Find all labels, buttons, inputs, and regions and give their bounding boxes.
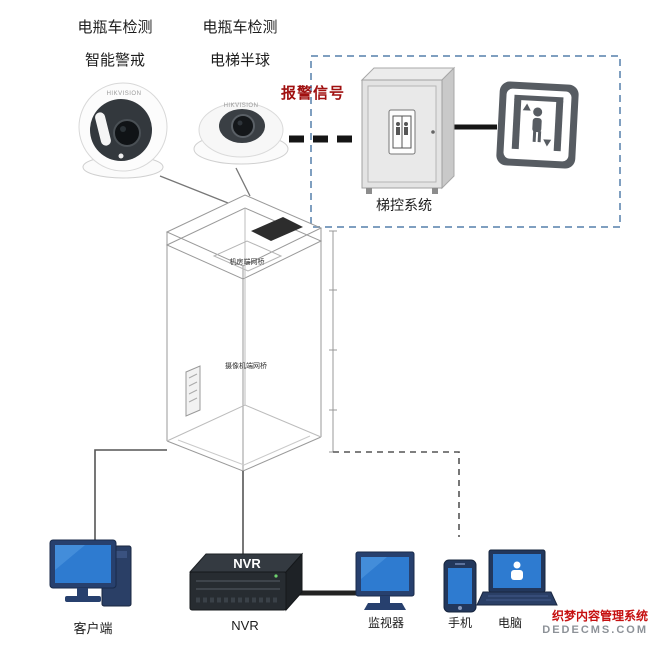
dome-camera-brand-text: HIKVISION <box>223 103 259 109</box>
laptop-label: 电脑 <box>497 616 522 630</box>
monitor-icon <box>355 551 415 610</box>
dimension-line <box>329 230 337 453</box>
nvr-icon: NVR <box>188 552 304 612</box>
monitor-label: 监视器 <box>367 616 404 630</box>
nvr-label: NVR <box>231 618 259 633</box>
client-computer-icon <box>49 539 132 607</box>
nvr-device-text: NVR <box>233 556 261 571</box>
cabin-keypad-icon <box>185 365 201 417</box>
dome-camera-label-line1: 电瓶车检测 <box>202 19 278 36</box>
alarm-signal-label: 报警信号 <box>280 85 345 102</box>
client-label: 客户端 <box>73 621 113 636</box>
watermark-line1: 织梦内容管理系统 <box>551 609 648 623</box>
turret-camera-label-line2: 智能警戒 <box>84 52 145 69</box>
elevator-to-client-line <box>94 449 167 540</box>
phone-icon <box>443 559 477 613</box>
elevator-wireframe <box>165 194 323 472</box>
elevator-to-mobile-dashed-line <box>333 451 460 537</box>
watermark-line2: DEDECMS.COM <box>542 624 648 636</box>
laptop-icon <box>476 549 558 606</box>
machine-room-bridge-label: 机房端网桥 <box>229 259 265 266</box>
turret-camera-icon <box>78 82 168 179</box>
dome-camera-label-line2: 电梯半球 <box>209 52 270 69</box>
camera-connector-lines <box>159 167 251 204</box>
turret-camera-brand-text: HIKVISION <box>106 91 142 97</box>
watermark: 织梦内容管理系统 DEDECMS.COM <box>528 609 648 638</box>
elevator-control-system-label: 梯控系统 <box>376 197 432 213</box>
turret-camera-label-line1: 电瓶车检测 <box>77 19 153 36</box>
camera-side-bridge-label: 摄像机端网桥 <box>225 363 267 370</box>
elevator-sign-icon <box>496 81 579 169</box>
ceiling-bridge-device-icon <box>251 217 303 241</box>
phone-label: 手机 <box>447 616 472 630</box>
dome-camera-icon <box>193 102 289 165</box>
control-cabinet-icon <box>360 66 456 194</box>
